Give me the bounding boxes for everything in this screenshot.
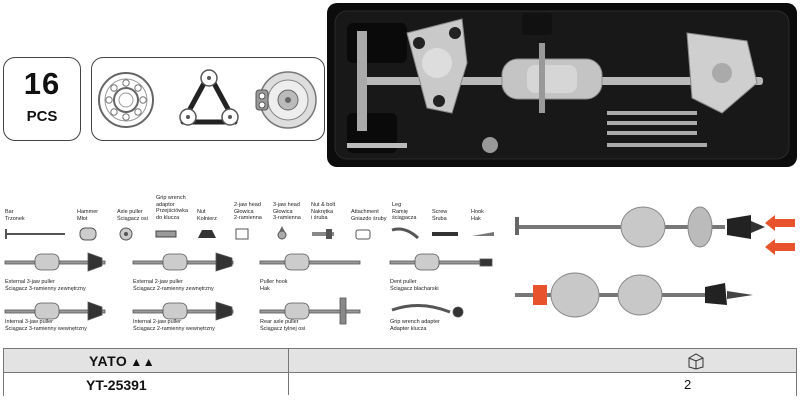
dent-puller-diagram xyxy=(389,253,493,271)
slide-hammer-render-top xyxy=(515,206,795,255)
tool-label: Hammer Młot xyxy=(77,209,99,222)
pieces-count: 16 xyxy=(23,66,61,101)
bearing-icon xyxy=(98,72,154,128)
spec-table: YATO▲▲ YT-25391 2 xyxy=(3,348,797,396)
application-icons-box xyxy=(91,57,325,141)
package-quantity: 2 xyxy=(684,377,692,392)
case-illustration xyxy=(334,10,790,160)
config-label: External 2-jaw puller Ściągacz 2-ramienn… xyxy=(133,279,214,292)
tool-label: 3-jaw head Głowica 3-ramienna xyxy=(273,202,301,221)
internal-2-jaw-puller-diagram xyxy=(132,301,234,321)
application-icons xyxy=(98,69,317,129)
axle-puller-icon xyxy=(119,227,133,241)
three-jaw-head-icon xyxy=(277,226,287,240)
tool-label: Nut Kołnierz xyxy=(197,209,217,222)
config-label: Internal 2-jaw puller Ściągacz 2-ramienn… xyxy=(133,319,215,332)
nut-bolt-icon xyxy=(312,229,334,239)
config-label: Puller hook Hak xyxy=(260,279,288,292)
tool-label: Screw Śruba xyxy=(432,209,448,222)
tool-label: Grip wrench adaptor Przejściówka do kluc… xyxy=(156,195,189,221)
external-3-jaw-puller-diagram xyxy=(4,252,106,272)
tool-label: Leg Ramię ściągacza xyxy=(392,202,417,221)
timing-belt-icon xyxy=(179,69,239,126)
box-icon xyxy=(688,353,704,370)
tool-label: Axle puller Ściągacz osi xyxy=(117,209,148,222)
tool-label: 2-jaw head Głowica 2-ramienna xyxy=(234,202,262,221)
brand-logo: YATO▲▲ xyxy=(89,353,156,369)
external-2-jaw-puller-diagram xyxy=(132,252,234,272)
config-label: Grip wrench adapter Adapter klucza xyxy=(390,319,440,332)
two-jaw-head-icon xyxy=(235,228,249,240)
brand-mark-icon: ▲▲ xyxy=(130,355,156,369)
rear-axle-puller-diagram xyxy=(259,297,361,325)
arrow-icon xyxy=(765,215,795,231)
grip-adaptor-icon xyxy=(155,230,177,238)
tool-pictograms xyxy=(5,226,494,241)
assembled-tool-renders xyxy=(515,206,795,318)
internal-3-jaw-puller-diagram xyxy=(4,301,106,321)
spec-table-header: YATO▲▲ xyxy=(4,349,796,373)
leg-icon xyxy=(391,227,420,240)
tool-label: Bar Trzonek xyxy=(5,209,25,222)
puller-hook-diagram xyxy=(259,253,361,271)
screw-icon xyxy=(432,232,458,236)
config-label: Dent puller Ściągacz blacharski xyxy=(390,279,439,292)
pieces-unit: PCS xyxy=(26,108,58,125)
config-label: Internal 3-jaw puller Ściągacz 3-ramienn… xyxy=(5,319,87,332)
tool-label: Attachment Gniazdo śruby xyxy=(351,209,387,222)
config-label: External 3-jaw puller Ściągacz 3-ramienn… xyxy=(5,279,86,292)
slide-hammer-render-bottom xyxy=(515,272,753,318)
config-label: Rear axle puller Ściągacz tylnej osi xyxy=(260,319,306,332)
bar-icon xyxy=(5,229,65,239)
nut-icon xyxy=(198,230,216,238)
attachment-icon xyxy=(355,229,371,240)
hook-icon xyxy=(472,232,494,236)
pieces-badge: 16 PCS xyxy=(3,57,81,141)
arrow-icon xyxy=(765,239,795,255)
tool-label: Hook Hak xyxy=(471,209,484,222)
grip-wrench-adapter-diagram xyxy=(391,304,464,318)
spec-table-row: YT-25391 2 xyxy=(4,373,796,396)
brake-disc-icon xyxy=(255,71,317,129)
config-diagrams xyxy=(4,252,493,325)
product-code: YT-25391 xyxy=(86,377,147,393)
hammer-icon xyxy=(79,227,97,241)
product-case-photo xyxy=(327,3,797,167)
tool-label: Nut & bolt Nakrętka i śruba xyxy=(311,202,336,221)
